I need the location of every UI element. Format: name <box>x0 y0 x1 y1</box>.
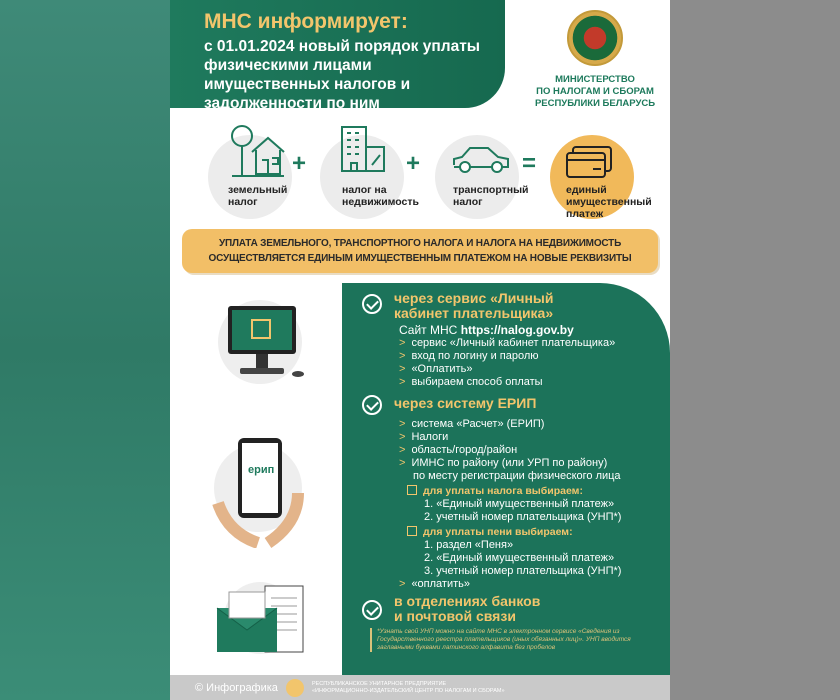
step: ИМНС по району (или УРП по району) <box>411 457 608 469</box>
step: выбираем способ оплаты <box>411 376 543 388</box>
step: сервис «Личный кабинет плательщика» <box>411 337 616 349</box>
check-circle-icon <box>362 294 382 314</box>
subsection-title: для уплаты налога выбираем: <box>423 485 583 497</box>
header-title: МНС информирует: <box>204 10 408 33</box>
background-right <box>670 0 840 700</box>
step: система «Расчет» (ЕРИП) <box>411 418 545 430</box>
infographic-poster: МНС информирует: с 01.01.2024 новый поря… <box>170 0 670 700</box>
step: Налоги <box>411 431 449 443</box>
info-banner: УПЛАТА ЗЕМЕЛЬНОГО, ТРАНСПОРТНОГО НАЛОГА … <box>182 229 658 273</box>
checkbox-icon <box>407 485 417 495</box>
numbered-item: 1. «Единый имущественный платеж» <box>424 498 615 510</box>
logo-line: РЕСПУБЛИКИ БЕЛАРУСЬ <box>534 98 656 109</box>
copyright: © Инфографика <box>195 681 278 694</box>
background-left <box>0 0 170 700</box>
site-label: Сайт МНС <box>399 323 458 337</box>
step-continued: по месту регистрации физического лица <box>413 470 621 482</box>
emblem-icon <box>567 10 623 66</box>
logo-line: ПО НАЛОГАМ И СБОРАМ <box>536 86 654 97</box>
method-title: через систему ЕРИП <box>394 395 537 411</box>
numbered-item: 1. раздел «Пеня» <box>424 539 514 551</box>
car-icon <box>453 147 509 173</box>
method-title: через сервис «Личный <box>394 290 554 306</box>
erip-logo-text: ерип <box>248 464 274 476</box>
check-circle-icon <box>362 395 382 415</box>
subsection-title: для уплаты пени выбираем: <box>423 526 573 538</box>
numbered-item: 3. учетный номер плательщика (УНП*) <box>424 565 622 577</box>
publisher-name: РЕСПУБЛИКАНСКОЕ УНИТАРНОЕ ПРЕДПРИЯТИЕ <box>311 680 447 687</box>
checkbox-icon <box>407 526 417 536</box>
site-link[interactable]: https://nalog.gov.by <box>460 323 574 337</box>
step: «оплатить» <box>411 578 470 590</box>
property-tax-circle <box>320 135 404 219</box>
footer: © Инфографика РЕСПУБЛИКАНСКОЕ УНИТАРНОЕ … <box>170 675 670 700</box>
plus-sign: + <box>406 150 421 177</box>
house-tree-icon <box>231 125 285 177</box>
method-title: кабинет плательщика» <box>394 305 554 321</box>
computer-illustration <box>218 300 304 384</box>
phone-erip-illustration: ерип <box>212 438 304 548</box>
equals-sign: = <box>522 150 537 177</box>
step: вход по логину и паролю <box>411 350 539 362</box>
step: область/город/район <box>411 444 518 456</box>
check-circle-icon <box>362 600 382 620</box>
method-title: в отделениях банков <box>394 593 541 609</box>
plus-sign: + <box>292 150 307 177</box>
method-title: и почтовой связи <box>394 608 516 624</box>
publisher-logo-icon <box>285 678 304 697</box>
header-subtitle: с 01.01.2024 новый порядок уплаты физиче… <box>204 38 481 112</box>
header: МНС информирует: с 01.01.2024 новый поря… <box>170 0 505 112</box>
cards-icon <box>566 146 612 178</box>
footnote: *Узнать свой УНП можно на сайте МНС в эл… <box>370 628 660 652</box>
logo-line: МИНИСТЕРСТВО <box>555 74 635 85</box>
numbered-item: 2. «Единый имущественный платеж» <box>424 552 615 564</box>
building-icon <box>341 126 385 172</box>
envelope-illustration <box>216 582 304 654</box>
numbered-item: 2. учетный номер плательщика (УНП*) <box>424 511 622 523</box>
publisher-name: «ИНФОРМАЦИОННО-ИЗДАТЕЛЬСКИЙ ЦЕНТР ПО НАЛ… <box>311 687 505 694</box>
step: «Оплатить» <box>411 363 473 375</box>
